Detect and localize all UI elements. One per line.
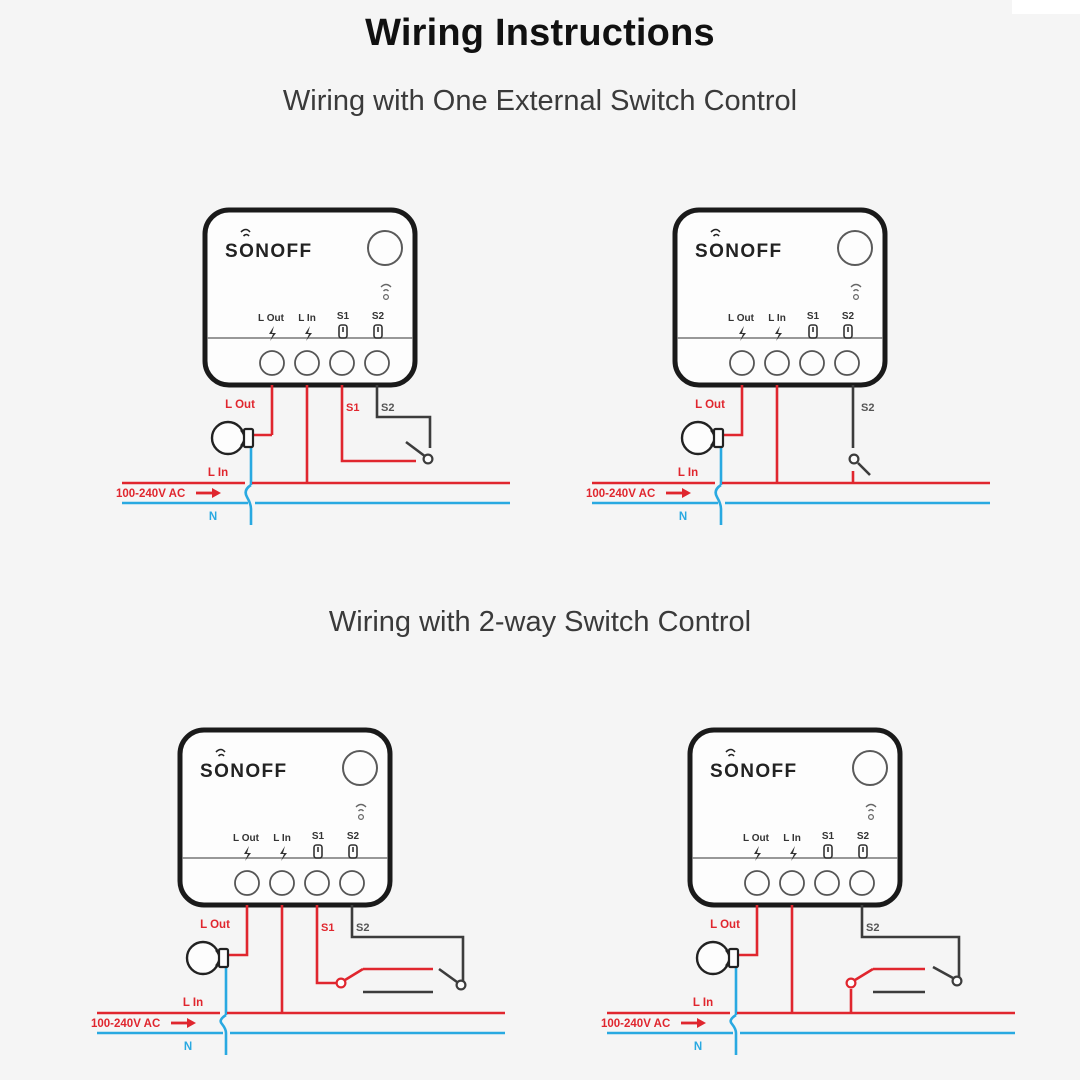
device-body-bottom-right: SONOFF L Out L In S1 S2 <box>687 727 903 908</box>
label-l-out: L Out <box>200 919 230 931</box>
svg-text:S2: S2 <box>372 311 385 322</box>
device-body-top-right: SONOFF L Out L In S1 S2 <box>672 207 888 388</box>
svg-text:SONOFF: SONOFF <box>200 761 288 782</box>
svg-text:L In: L In <box>298 313 316 324</box>
svg-text:L In: L In <box>273 833 291 844</box>
svg-text:L In: L In <box>768 313 786 324</box>
svg-text:L Out: L Out <box>728 313 755 324</box>
diagram-bottom-left: SONOFF L Out L In S1 S2 <box>75 715 515 1060</box>
label-l-in: L In <box>693 997 713 1009</box>
device-body-bottom-left: SONOFF L Out L In S1 S2 <box>177 727 393 908</box>
label-l-in: L In <box>208 467 228 479</box>
svg-text:L Out: L Out <box>743 833 770 844</box>
label-neutral: N <box>679 511 687 523</box>
supply-arrow-icon <box>681 1018 706 1028</box>
label-s1: S1 <box>321 922 334 934</box>
svg-text:S1: S1 <box>822 831 835 842</box>
label-supply: 100-240V AC <box>116 488 185 500</box>
diagram-top-right: SONOFF L Out L In S1 S2 <box>570 195 990 535</box>
section-subtitle-two-way-switch: Wiring with 2-way Switch Control <box>328 606 752 638</box>
label-s1: S1 <box>346 402 359 414</box>
svg-text:L Out: L Out <box>233 833 260 844</box>
label-l-in: L In <box>678 467 698 479</box>
label-supply: 100-240V AC <box>586 488 655 500</box>
wiring-top-right <box>592 385 990 525</box>
svg-text:L Out: L Out <box>258 313 285 324</box>
label-s2: S2 <box>356 922 369 934</box>
section-subtitle-one-external-switch: Wiring with One External Switch Control <box>282 85 798 117</box>
svg-text:S1: S1 <box>312 831 325 842</box>
light-bulb-top-right <box>680 420 725 456</box>
label-l-out: L Out <box>695 399 725 411</box>
svg-text:L In: L In <box>783 833 801 844</box>
label-supply: 100-240V AC <box>91 1018 160 1030</box>
label-s2: S2 <box>861 402 874 414</box>
wiring-bottom-left <box>97 905 505 1055</box>
svg-text:S2: S2 <box>842 311 855 322</box>
corner-white-strip <box>1012 0 1080 14</box>
wiring-top-left <box>122 385 510 525</box>
svg-text:SONOFF: SONOFF <box>225 241 313 262</box>
supply-arrow-icon <box>171 1018 196 1028</box>
label-supply: 100-240V AC <box>601 1018 670 1030</box>
label-l-out: L Out <box>225 399 255 411</box>
svg-text:SONOFF: SONOFF <box>695 241 783 262</box>
label-neutral: N <box>209 511 217 523</box>
label-l-in: L In <box>183 997 203 1009</box>
diagram-bottom-right: SONOFF L Out L In S1 S2 <box>585 715 1025 1060</box>
svg-text:SONOFF: SONOFF <box>710 761 798 782</box>
svg-text:S2: S2 <box>347 831 360 842</box>
svg-text:S1: S1 <box>807 311 820 322</box>
light-bulb-bottom-left <box>185 940 230 976</box>
wiring-bottom-right <box>607 905 1015 1055</box>
page-title: Wiring Instructions <box>365 12 715 54</box>
device-body-top-left: SONOFF L Out L In S1 S2 <box>202 207 418 388</box>
svg-text:S1: S1 <box>337 311 350 322</box>
diagram-top-left: SONOFF L Out L In S1 S2 <box>100 195 520 535</box>
label-neutral: N <box>694 1041 702 1053</box>
supply-arrow-icon <box>196 488 221 498</box>
supply-arrow-icon <box>666 488 691 498</box>
label-s2: S2 <box>866 922 879 934</box>
label-neutral: N <box>184 1041 192 1053</box>
light-bulb-top-left <box>210 420 255 456</box>
svg-text:S2: S2 <box>857 831 870 842</box>
label-s2: S2 <box>381 402 394 414</box>
light-bulb-bottom-right <box>695 940 740 976</box>
label-l-out: L Out <box>710 919 740 931</box>
